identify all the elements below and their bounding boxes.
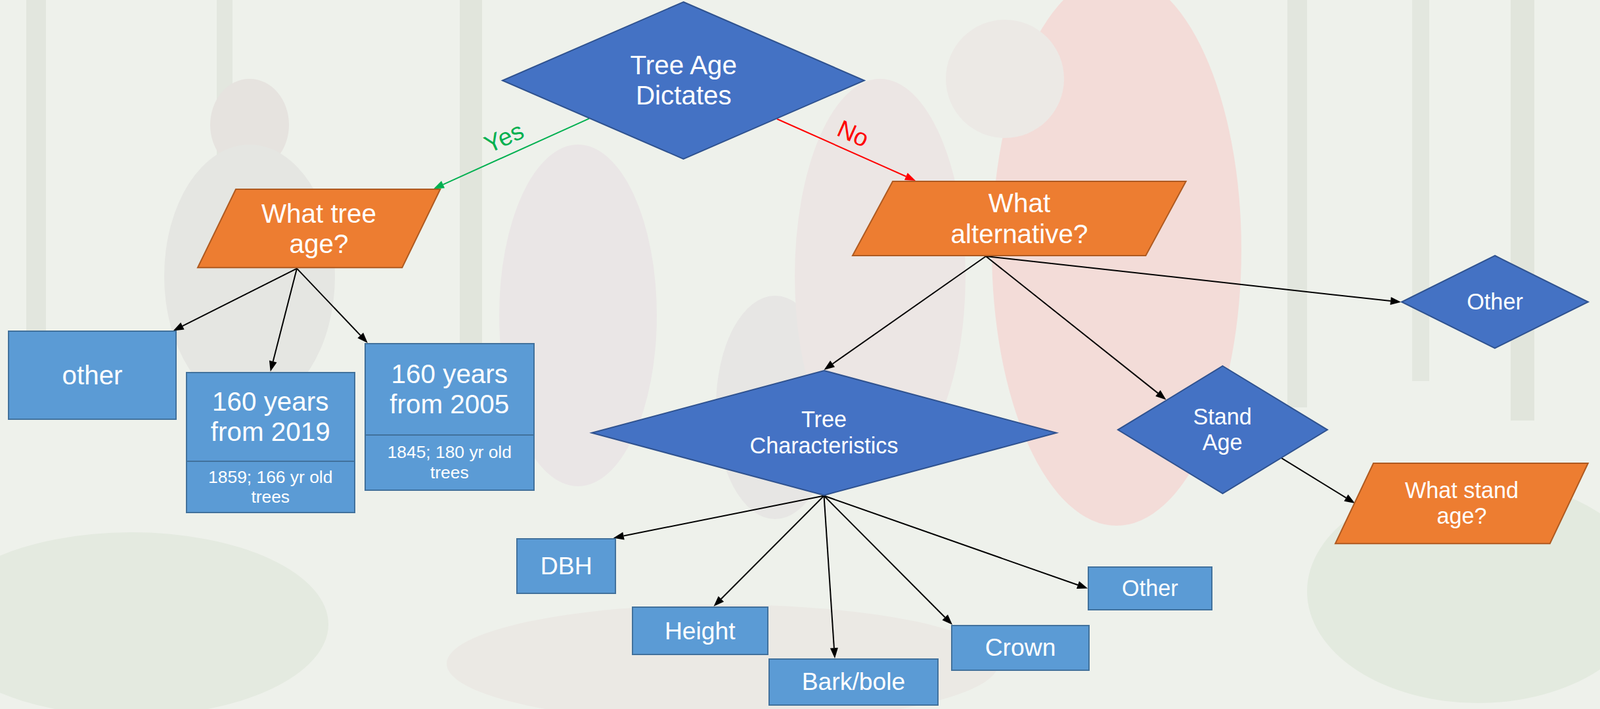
connector bbox=[173, 268, 297, 332]
option-box: 160 years from 2005 1845; 180 yr old tree… bbox=[364, 342, 535, 491]
node-label: 1845; 180 yr old trees bbox=[373, 442, 527, 483]
arrowhead bbox=[904, 172, 916, 181]
connector-line bbox=[985, 256, 1391, 301]
node-label: Bark/bole bbox=[801, 667, 906, 696]
box-section: 160 years from 2005 bbox=[365, 344, 534, 435]
connector-line bbox=[824, 495, 835, 649]
connector-line bbox=[985, 256, 1158, 393]
trail-path bbox=[446, 604, 999, 709]
decision-diamond: Stand Age bbox=[1117, 365, 1329, 494]
connector bbox=[985, 256, 1401, 305]
connector bbox=[613, 495, 825, 540]
option-box: Other bbox=[1087, 566, 1213, 611]
node-label: other bbox=[62, 359, 123, 391]
edge-label: No bbox=[830, 114, 876, 154]
edge-label: Yes bbox=[478, 116, 531, 160]
question-parallelogram: What stand age? bbox=[1334, 462, 1589, 544]
arrowhead bbox=[269, 360, 278, 372]
box-section: 1845; 180 yr old trees bbox=[365, 434, 534, 490]
arrowhead bbox=[824, 360, 836, 370]
tree-trunk bbox=[1510, 0, 1535, 421]
node-label: 1859; 166 yr old trees bbox=[193, 466, 347, 508]
option-box: DBH bbox=[516, 537, 617, 594]
connector-line bbox=[273, 268, 297, 362]
tree-trunk bbox=[1412, 0, 1430, 381]
tree-trunk bbox=[459, 0, 483, 368]
node-label: Other bbox=[1466, 288, 1524, 315]
arrowhead bbox=[830, 647, 839, 659]
decision-diamond: Tree Age Dictates bbox=[501, 1, 866, 160]
node-label: Other bbox=[1121, 575, 1179, 601]
node-label: What alternative? bbox=[937, 187, 1102, 249]
box-section: 1859; 166 yr old trees bbox=[187, 460, 355, 512]
arrowhead bbox=[433, 180, 445, 189]
connector bbox=[713, 495, 825, 607]
connector bbox=[824, 495, 954, 625]
node-label: What tree age? bbox=[252, 198, 385, 260]
node-label: 160 years from 2005 bbox=[373, 358, 527, 420]
connector-line bbox=[182, 268, 297, 327]
connector-line bbox=[623, 495, 825, 536]
connector bbox=[824, 256, 987, 370]
arrowhead bbox=[942, 614, 954, 625]
arrowhead bbox=[1390, 296, 1402, 305]
question-parallelogram: What tree age? bbox=[197, 188, 441, 268]
option-box: Height bbox=[631, 606, 769, 656]
arrowhead bbox=[1155, 390, 1166, 400]
connector-line bbox=[721, 495, 825, 600]
connector bbox=[269, 268, 297, 372]
box-section: 160 years from 2019 bbox=[187, 373, 355, 462]
node-label: What stand age? bbox=[1400, 477, 1523, 530]
connector bbox=[824, 495, 1089, 589]
option-box: Bark/bole bbox=[768, 658, 939, 706]
diamond-shape bbox=[1401, 255, 1589, 349]
diamond-shape bbox=[502, 1, 865, 159]
node-label: Tree Age Dictates bbox=[606, 49, 760, 112]
node-label: Tree Characteristics bbox=[732, 406, 917, 459]
node-label: Crown bbox=[985, 633, 1057, 662]
diamond-shape bbox=[591, 370, 1057, 496]
parallelogram-shape bbox=[197, 189, 441, 268]
hiker-figure bbox=[164, 144, 335, 408]
tree-trunk bbox=[1287, 0, 1308, 408]
option-box: Crown bbox=[951, 624, 1090, 671]
connector-line bbox=[824, 495, 946, 618]
diamond-shape bbox=[1117, 365, 1328, 494]
connector-line bbox=[832, 256, 986, 364]
connector bbox=[985, 256, 1167, 400]
node-label: Height bbox=[664, 616, 736, 645]
arrowhead bbox=[1076, 581, 1088, 589]
node-label: Stand Age bbox=[1181, 403, 1264, 456]
connector bbox=[1281, 457, 1356, 504]
fern-bush bbox=[0, 532, 329, 709]
arrowhead bbox=[713, 595, 725, 607]
parallelogram-shape bbox=[1335, 463, 1589, 544]
connector bbox=[296, 268, 368, 343]
arrowhead bbox=[357, 332, 368, 343]
hiker-figure bbox=[945, 19, 1065, 138]
decision-diamond: Other bbox=[1400, 254, 1589, 349]
node-label: 160 years from 2019 bbox=[193, 386, 347, 448]
connector-line bbox=[824, 495, 1079, 586]
node-label: DBH bbox=[540, 551, 593, 580]
parallelogram-shape bbox=[852, 181, 1187, 256]
connector bbox=[824, 495, 839, 659]
question-parallelogram: What alternative? bbox=[851, 180, 1187, 257]
option-box: other bbox=[7, 330, 177, 420]
decision-diamond: Tree Characteristics bbox=[591, 369, 1057, 496]
arrowhead bbox=[173, 322, 185, 332]
arrowhead bbox=[1343, 494, 1356, 504]
option-box: 160 years from 2019 1859; 166 yr old tree… bbox=[185, 371, 356, 513]
connector-line bbox=[1281, 457, 1346, 498]
connector-line bbox=[296, 268, 361, 336]
